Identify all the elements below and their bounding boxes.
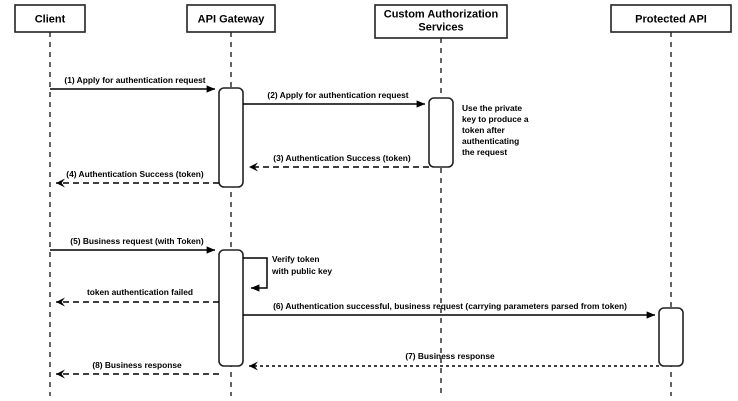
message-5-label: (5) Business request (with Token) xyxy=(70,236,204,246)
message-1-label: (1) Apply for authentication request xyxy=(64,75,205,85)
participant-client[interactable]: Client xyxy=(14,4,86,33)
message-4-label: (4) Authentication Success (token) xyxy=(66,169,204,179)
activation-custom-authorization-services-1 xyxy=(428,97,454,168)
message-self-verify-token-label-line2: with public key xyxy=(271,266,332,276)
message-7-label: (7) Business response xyxy=(405,351,495,361)
participant-api-gateway[interactable]: API Gateway xyxy=(186,4,276,33)
participant-label-protected-api: Protected API xyxy=(635,13,707,25)
message-2-label: (2) Apply for authentication request xyxy=(267,90,408,100)
note-private-key-line-4: authenticating xyxy=(462,136,519,146)
message-4[interactable]: (4) Authentication Success (token) xyxy=(55,169,219,188)
message-self-verify-token[interactable]: Verify token with public key xyxy=(243,254,332,292)
note-private-key-line-1: Use the private xyxy=(462,103,522,113)
activation-api-gateway-1 xyxy=(218,87,244,188)
message-2[interactable]: (2) Apply for authentication request xyxy=(243,90,426,108)
lifelines xyxy=(49,32,672,396)
participant-label-client: Client xyxy=(35,13,66,25)
message-self-verify-token-arrow xyxy=(243,257,268,292)
participant-box-client[interactable] xyxy=(14,4,86,33)
note-private-key-line-5: the request xyxy=(462,147,507,157)
participant-box-protected-api[interactable] xyxy=(610,4,732,33)
message-6-label: (6) Authentication successful, business … xyxy=(273,301,627,311)
participant-label-custom-authorization-services-line2: Services xyxy=(418,21,463,33)
note-private-key: Use the private key to produce a token a… xyxy=(462,103,529,157)
participant-protected-api[interactable]: Protected API xyxy=(610,4,732,33)
message-8[interactable]: (8) Business response xyxy=(55,360,219,379)
message-6[interactable]: (6) Authentication successful, business … xyxy=(243,301,656,319)
message-1[interactable]: (1) Apply for authentication request xyxy=(50,75,216,93)
message-7[interactable]: (7) Business response xyxy=(248,351,659,371)
activation-protected-api-1 xyxy=(658,307,684,367)
message-3-label: (3) Authentication Success (token) xyxy=(273,153,411,163)
note-private-key-line-2: key to produce a xyxy=(462,114,529,124)
message-8-label: (8) Business response xyxy=(92,360,182,370)
participant-label-api-gateway: API Gateway xyxy=(198,13,266,25)
activation-api-gateway-2 xyxy=(218,249,244,367)
message-5[interactable]: (5) Business request (with Token) xyxy=(50,236,216,254)
participant-label-custom-authorization-services-line1: Custom Authorization xyxy=(384,8,499,20)
message-self-verify-token-label-line1: Verify token xyxy=(272,254,319,264)
message-token-authentication-failed-label: token authentication failed xyxy=(87,287,193,297)
participant-box-api-gateway[interactable] xyxy=(186,4,276,33)
participant-custom-authorization-services[interactable]: Custom Authorization Services xyxy=(374,4,508,39)
message-token-authentication-failed[interactable]: token authentication failed xyxy=(55,287,219,307)
note-private-key-line-3: token after xyxy=(462,125,506,135)
message-3[interactable]: (3) Authentication Success (token) xyxy=(248,153,429,172)
participant-box-custom-authorization-services[interactable] xyxy=(374,4,508,39)
